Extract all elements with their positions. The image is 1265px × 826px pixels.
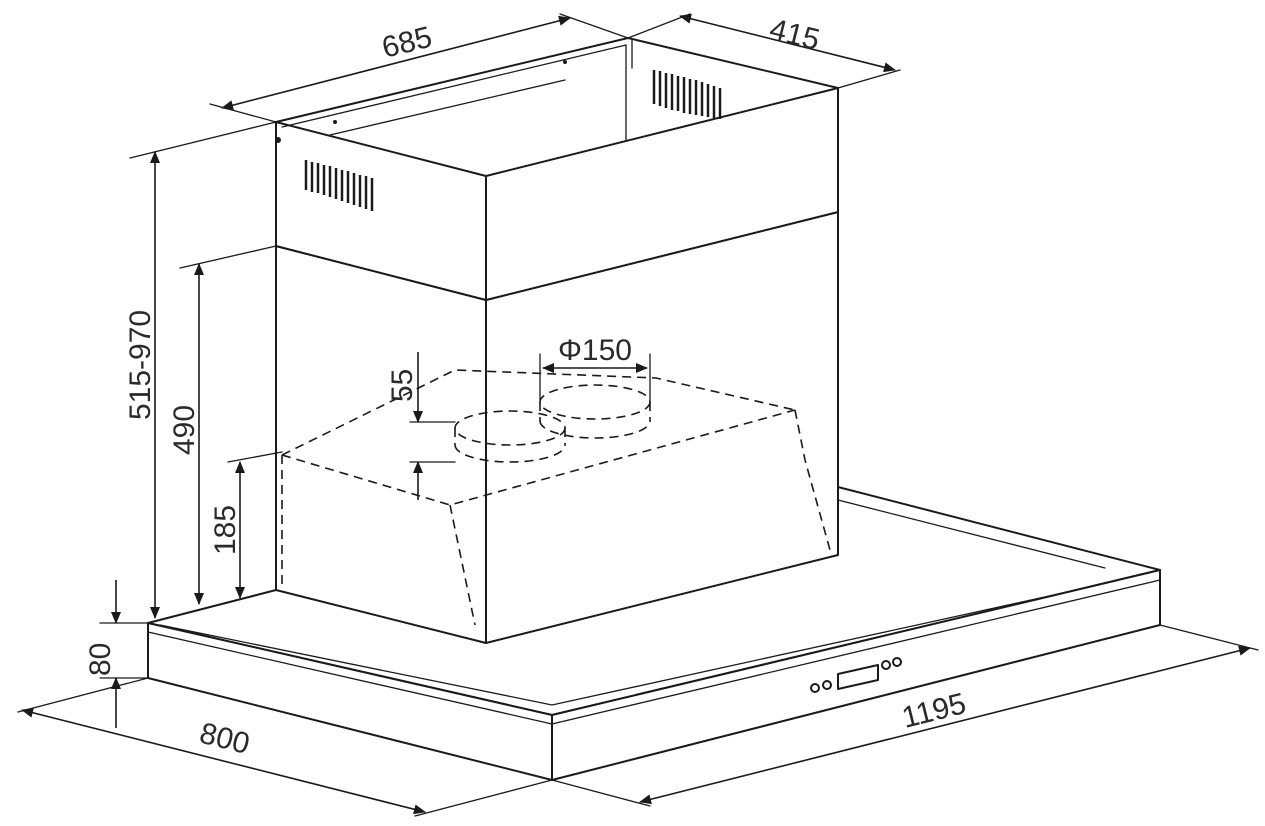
dimension-685: 685 <box>209 13 629 123</box>
dimension-label: 415 <box>766 13 823 57</box>
dimension-80: 80 <box>84 580 149 728</box>
dimension-515-970: 515-970 <box>124 121 277 619</box>
dimension-label: 515-970 <box>124 310 157 420</box>
chimney <box>275 37 839 644</box>
vent-slots-right <box>652 70 722 119</box>
dimension-415: 415 <box>627 13 901 89</box>
hidden-outlets <box>454 384 651 463</box>
dimension-label: 490 <box>168 405 201 455</box>
dimension-label: Φ150 <box>558 334 632 367</box>
dimension-label: 1195 <box>899 687 970 735</box>
dimension-label: 55 <box>386 369 419 402</box>
vent-slots-left <box>304 160 374 211</box>
dimension-label: 685 <box>379 21 436 65</box>
dimension-185: 185 <box>209 451 283 599</box>
dimension-label: 185 <box>209 505 242 555</box>
dimension-label: 80 <box>84 643 117 676</box>
dimension-490: 490 <box>168 245 277 605</box>
dimension-55: 55 <box>386 352 456 500</box>
hidden-hood-body <box>281 369 831 626</box>
dimension-label: 800 <box>196 717 253 761</box>
dimension-diameter-150: Φ150 <box>539 334 651 401</box>
